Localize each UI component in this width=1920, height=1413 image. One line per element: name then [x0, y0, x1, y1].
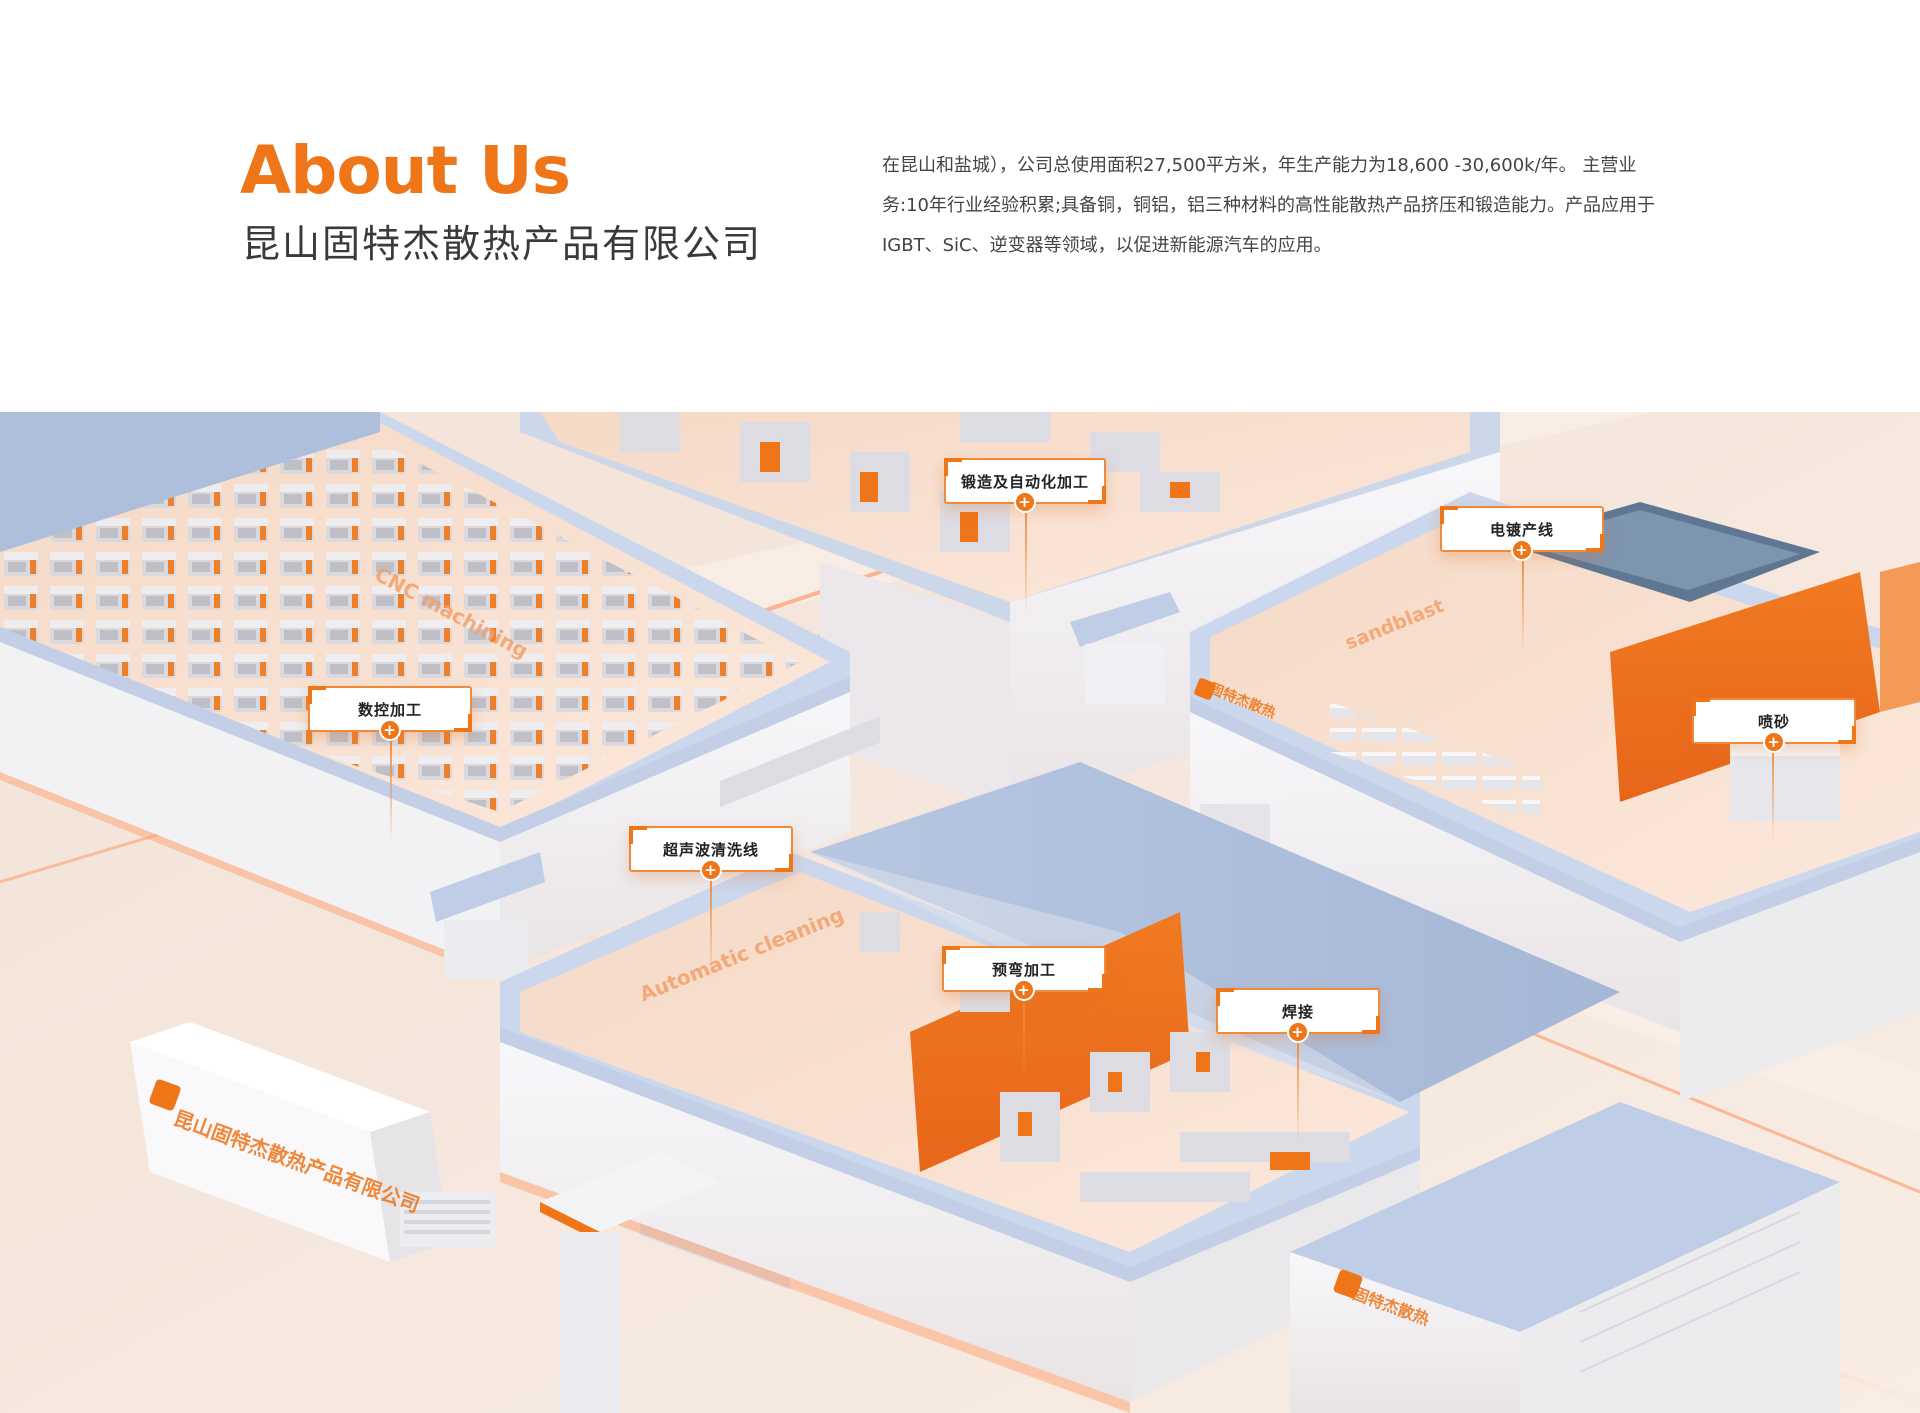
- company-intro: 在昆山和盐城），公司总使用面积27,500平方米，年生产能力为18,600 -3…: [882, 155, 1656, 256]
- plus-icon[interactable]: +: [700, 859, 722, 881]
- plus-icon[interactable]: +: [1014, 491, 1036, 513]
- hotspot-ultrasonic[interactable]: 超声波清洗线 +: [629, 826, 793, 881]
- hotspot-sandblast-label: 喷砂: [1757, 712, 1790, 731]
- hotspot-forging-label: 锻造及自动化加工: [960, 472, 1089, 491]
- hotspot-welding-label: 焊接: [1281, 1002, 1314, 1021]
- plus-icon[interactable]: +: [1287, 1021, 1309, 1043]
- plus-icon[interactable]: +: [379, 719, 401, 741]
- hotspot-forging[interactable]: 锻造及自动化加工 +: [944, 458, 1106, 513]
- hotspot-stem-ultrasonic: [710, 872, 712, 982]
- hotspot-prebend-label: 预弯加工: [991, 960, 1056, 979]
- company-name: 昆山固特杰散热产品有限公司: [242, 222, 763, 266]
- about-header: About Us 昆山固特杰散热产品有限公司 在昆山和盐城），公司总使用面积27…: [0, 0, 1920, 412]
- plus-icon[interactable]: +: [1511, 539, 1533, 561]
- hotspot-stem-forging: [1025, 505, 1027, 615]
- plus-icon[interactable]: +: [1013, 979, 1035, 1001]
- hotspot-ultrasonic-label: 超声波清洗线: [662, 840, 759, 859]
- hotspot-stem-welding: [1297, 1034, 1299, 1144]
- hotspot-sandblast[interactable]: 喷砂 +: [1692, 698, 1856, 753]
- hotspot-stem-cnc: [390, 734, 392, 844]
- hotspot-prebend[interactable]: 预弯加工 +: [942, 946, 1106, 1001]
- hotspot-plating-label: 电镀产线: [1489, 520, 1554, 539]
- plus-icon[interactable]: +: [1763, 731, 1785, 753]
- hotspot-welding[interactable]: 焊接 +: [1216, 988, 1380, 1043]
- factory-scene: CNC machining sandblast Automatic cleani…: [0, 412, 1920, 1413]
- factory-illustration: [0, 412, 1920, 1413]
- hotspot-cnc-label: 数控加工: [357, 700, 422, 719]
- about-title: About Us: [240, 132, 571, 209]
- hotspot-stem-sandblast: [1772, 742, 1774, 842]
- hotspot-stem-prebend: [1023, 992, 1025, 1092]
- hotspot-cnc[interactable]: 数控加工 +: [308, 686, 472, 741]
- hotspot-stem-plating: [1522, 554, 1524, 654]
- hotspot-plating[interactable]: 电镀产线 +: [1440, 506, 1604, 561]
